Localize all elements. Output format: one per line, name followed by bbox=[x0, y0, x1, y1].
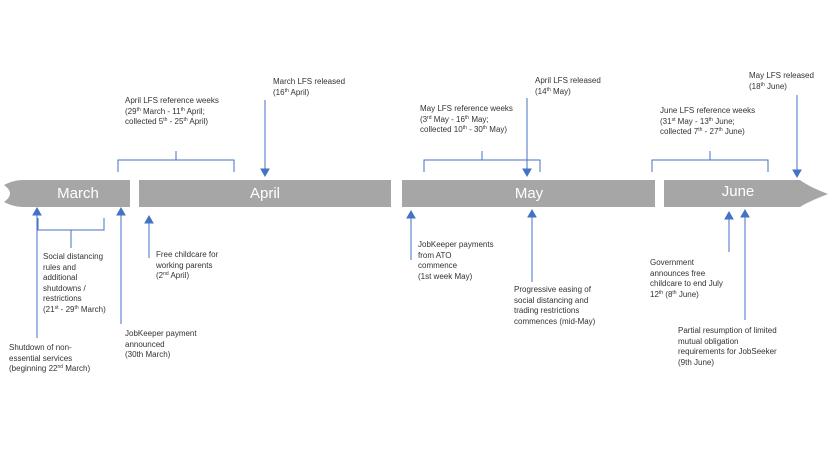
free-childcare-line: Free childcare for bbox=[156, 250, 219, 259]
event-arrows bbox=[32, 206, 750, 338]
arrow-head-march-lfs bbox=[260, 168, 270, 178]
april-lfs-reference-weeks: April LFS reference weeks (29th March - … bbox=[125, 96, 219, 128]
free-childcare-note: Free childcare for working parents (2nd … bbox=[156, 250, 218, 282]
mutual-obligation-note: Partial resumption of limited mutual obl… bbox=[678, 326, 777, 368]
progressive-easing-line: social distancing and bbox=[514, 295, 589, 305]
mutual-obligation-line: Partial resumption of limited bbox=[678, 326, 777, 335]
month-label-march: March bbox=[57, 185, 99, 202]
may-lfs-weeks-title: May LFS reference weeks bbox=[420, 104, 513, 113]
social-distancing-line: rules and bbox=[43, 262, 76, 272]
jobkeeper-announced-line: JobKeeper payment bbox=[125, 329, 197, 338]
social-distancing-line: additional bbox=[43, 273, 78, 282]
govt-childcare-date: 12th (8th June) bbox=[650, 289, 699, 299]
mutual-obligation-line: mutual obligation bbox=[678, 336, 739, 346]
may-lfs-weeks-range: (3rd May - 16th May; bbox=[420, 114, 489, 124]
govt-childcare-line: childcare to end July bbox=[650, 279, 723, 288]
jobkeeper-payments-line: JobKeeper payments bbox=[418, 240, 494, 249]
social-distancing-line: Social distancing bbox=[43, 252, 104, 261]
brace-april-lfs-weeks bbox=[117, 151, 235, 172]
shutdown-line: essential services bbox=[9, 353, 73, 363]
april-lfs-released: April LFS released (14th May) bbox=[535, 76, 601, 97]
progressive-easing-line: Progressive easing of bbox=[514, 285, 591, 294]
social-distancing-note: Social distancing rules and additional s… bbox=[43, 252, 106, 315]
jobkeeper-announced-line: announced bbox=[125, 339, 165, 349]
june-lfs-weeks-title: June LFS reference weeks bbox=[660, 106, 756, 115]
release-arrows bbox=[260, 95, 802, 179]
jobkeeper-announced-date: (30th March) bbox=[125, 350, 171, 359]
free-childcare-date: (2nd April) bbox=[156, 271, 190, 280]
month-bar-june bbox=[664, 180, 828, 207]
social-distancing-line: shutdowns / bbox=[43, 283, 86, 293]
arrow-head-progressive-easing bbox=[527, 208, 537, 218]
jobkeeper-payments-note: JobKeeper payments from ATO commence (1s… bbox=[418, 240, 494, 282]
month-bars bbox=[4, 180, 828, 207]
april-lfs-title: April LFS released bbox=[535, 76, 601, 85]
brace-may-lfs-weeks bbox=[423, 151, 541, 172]
free-childcare-line: working parents bbox=[156, 260, 213, 270]
progressive-easing-line: trading restrictions bbox=[514, 306, 580, 315]
shutdown-note: Shutdown of non- essential services (beg… bbox=[9, 343, 90, 375]
june-lfs-reference-weeks: June LFS reference weeks (31st May - 13t… bbox=[660, 106, 755, 138]
june-lfs-weeks-range: (31st May - 13th June; bbox=[660, 116, 735, 126]
month-bar-april bbox=[139, 180, 391, 207]
month-bar-may bbox=[402, 180, 655, 207]
may-lfs-title: May LFS released bbox=[749, 71, 814, 80]
jobkeeper-payments-line: from ATO bbox=[418, 250, 452, 260]
arrow-head-jobkeeper-announced bbox=[116, 206, 126, 216]
march-lfs-date: (16th April) bbox=[273, 87, 310, 97]
month-label-april: April bbox=[249, 185, 280, 202]
may-lfs-date: (18th June) bbox=[749, 81, 787, 91]
brace-june-lfs-weeks bbox=[651, 151, 769, 172]
arrow-head-april-lfs bbox=[522, 168, 532, 178]
may-lfs-reference-weeks: May LFS reference weeks (3rd May - 16th … bbox=[420, 104, 513, 136]
april-lfs-weeks-range: (29th March - 11th April; bbox=[125, 106, 205, 116]
march-lfs-released: March LFS released (16th April) bbox=[273, 77, 345, 98]
arrow-head-free-childcare bbox=[144, 214, 154, 224]
april-lfs-weeks-title: April LFS reference weeks bbox=[125, 96, 219, 105]
shutdown-date: (beginning 22nd March) bbox=[9, 364, 91, 373]
month-label-june: June bbox=[721, 183, 755, 200]
arrow-head-govt-childcare bbox=[724, 210, 734, 220]
month-bar-march bbox=[4, 180, 130, 207]
govt-childcare-line: Government bbox=[650, 258, 695, 267]
social-distancing-line: restrictions bbox=[43, 294, 82, 303]
arrow-head-may-lfs bbox=[792, 169, 802, 179]
arrow-head-jobkeeper-payments bbox=[406, 209, 416, 219]
social-distancing-date: (21st - 29th March) bbox=[43, 304, 106, 314]
mutual-obligation-line: requirements for JobSeeker bbox=[678, 347, 777, 356]
march-lfs-title: March LFS released bbox=[273, 77, 346, 86]
progressive-easing-line: commences (mid-May) bbox=[514, 316, 596, 326]
brace-social-distancing bbox=[37, 218, 105, 248]
govt-childcare-end-note: Government announces free childcare to e… bbox=[650, 258, 723, 300]
braces bbox=[37, 151, 769, 248]
month-label-may: May bbox=[514, 185, 544, 202]
april-lfs-weeks-collected: collected 5th - 25th April) bbox=[125, 117, 209, 126]
jobkeeper-payments-line: commence bbox=[418, 261, 458, 270]
govt-childcare-line: announces free bbox=[650, 268, 706, 278]
jobkeeper-announced-note: JobKeeper payment announced (30th March) bbox=[125, 329, 197, 361]
june-lfs-weeks-collected: collected 7th - 27th June) bbox=[660, 127, 745, 136]
progressive-easing-note: Progressive easing of social distancing … bbox=[514, 285, 595, 327]
shutdown-line: Shutdown of non- bbox=[9, 343, 72, 352]
arrow-head-shutdown bbox=[32, 206, 42, 216]
may-lfs-released: May LFS released (18th June) bbox=[749, 71, 814, 92]
may-lfs-weeks-collected: collected 10th - 30th May) bbox=[420, 125, 508, 134]
mutual-obligation-date: (9th June) bbox=[678, 357, 715, 367]
april-lfs-date: (14th May) bbox=[535, 86, 571, 96]
arrow-head-mutual-obligation bbox=[740, 208, 750, 218]
jobkeeper-payments-date: (1st week May) bbox=[418, 271, 473, 281]
